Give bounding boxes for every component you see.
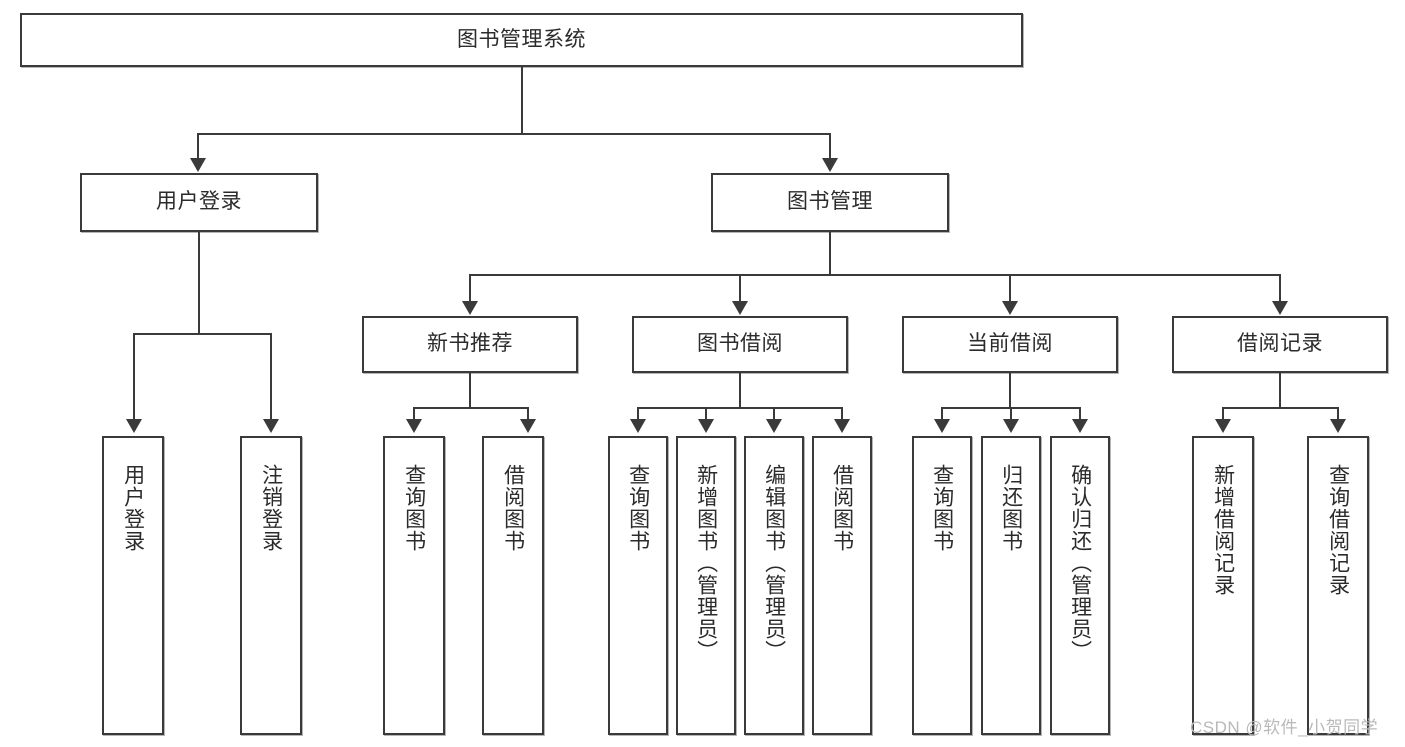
- arrow-book-borrow-leaf-4: [834, 419, 850, 433]
- arrow-borrow-record-leaf-2: [1330, 419, 1346, 433]
- node-label: 编辑图书（管理员）: [762, 464, 786, 662]
- connector-root-to-book-manage: [829, 133, 831, 159]
- arrow-user-login-leaf-1: [126, 419, 142, 433]
- connector-current-borrow-stem: [1009, 373, 1011, 409]
- connector-book-manage-drop-2: [739, 274, 741, 302]
- connector-book-borrow-stem: [739, 373, 741, 409]
- connector-book-borrow-drop-2: [705, 407, 707, 420]
- connector-book-manage-drop-1: [469, 274, 471, 302]
- connector-root-to-user-login: [197, 133, 199, 159]
- connector-book-borrow-drop-1: [637, 407, 639, 420]
- arrow-new-book-leaf-2: [520, 419, 536, 433]
- connector-current-borrow-drop-2: [1010, 407, 1012, 420]
- connector-user-login-bus: [133, 333, 270, 335]
- node-label: 查询图书: [626, 464, 650, 552]
- node-label: 借阅图书: [501, 464, 525, 552]
- leaf-user-login-logout[interactable]: 注销登录: [240, 436, 302, 735]
- leaf-borrow-record-add-record[interactable]: 新增借阅记录: [1192, 436, 1254, 735]
- connector-book-manage-stem: [829, 232, 831, 276]
- arrow-book-manage-child-2: [732, 301, 748, 315]
- node-label: 用户登录: [121, 464, 145, 552]
- node-label: 新增图书（管理员）: [694, 464, 718, 662]
- node-label: 新书推荐: [427, 332, 513, 356]
- leaf-current-borrow-query-book[interactable]: 查询图书: [912, 436, 972, 735]
- connector-new-book-drop-2: [527, 407, 529, 420]
- node-label: 查询图书: [402, 464, 426, 552]
- connector-user-login-drop-2: [270, 333, 272, 420]
- connector-book-manage-drop-3: [1009, 274, 1011, 302]
- connector-borrow-record-drop-2: [1337, 407, 1339, 420]
- leaf-book-borrow-edit-book-admin[interactable]: 编辑图书（管理员）: [744, 436, 804, 735]
- leaf-borrow-record-query-record[interactable]: 查询借阅记录: [1307, 436, 1369, 735]
- node-label: 借阅图书: [830, 464, 854, 552]
- arrow-book-manage-child-4: [1272, 301, 1288, 315]
- leaf-book-borrow-query-book[interactable]: 查询图书: [608, 436, 668, 735]
- node-label: 借阅记录: [1237, 332, 1323, 356]
- arrow-root-to-book-manage: [822, 158, 838, 172]
- arrow-book-borrow-leaf-1: [630, 419, 646, 433]
- node-user-login[interactable]: 用户登录: [80, 173, 318, 232]
- connector-book-borrow-drop-4: [841, 407, 843, 420]
- leaf-new-book-borrow-book[interactable]: 借阅图书: [482, 436, 544, 735]
- node-label: 注销登录: [259, 464, 283, 552]
- connector-borrow-record-stem: [1279, 373, 1281, 409]
- node-label: 图书管理系统: [457, 27, 586, 51]
- connector-borrow-record-bus: [1222, 407, 1337, 409]
- leaf-book-borrow-add-book-admin[interactable]: 新增图书（管理员）: [676, 436, 736, 735]
- leaf-user-login-login[interactable]: 用户登录: [102, 436, 164, 735]
- node-label: 图书借阅: [697, 332, 783, 356]
- node-label: 归还图书: [999, 464, 1023, 552]
- node-current-borrow[interactable]: 当前借阅: [902, 316, 1118, 373]
- connector-current-borrow-drop-1: [941, 407, 943, 420]
- arrow-current-borrow-leaf-2: [1003, 419, 1019, 433]
- node-label: 新增借阅记录: [1211, 464, 1235, 596]
- node-label: 确认归还（管理员）: [1068, 464, 1092, 662]
- node-book-borrow[interactable]: 图书借阅: [632, 316, 848, 373]
- node-new-book-recommend[interactable]: 新书推荐: [362, 316, 578, 373]
- arrow-book-manage-child-1: [462, 301, 478, 315]
- connector-borrow-record-drop-1: [1222, 407, 1224, 420]
- arrow-current-borrow-leaf-1: [934, 419, 950, 433]
- connector-book-manage-drop-4: [1279, 274, 1281, 302]
- leaf-new-book-query-book[interactable]: 查询图书: [383, 436, 445, 735]
- connector-root-stem: [521, 67, 523, 134]
- node-label: 用户登录: [156, 190, 242, 214]
- connector-book-borrow-bus: [637, 407, 841, 409]
- connector-new-book-drop-1: [413, 407, 415, 420]
- connector-current-borrow-drop-3: [1079, 407, 1081, 420]
- arrow-book-borrow-leaf-2: [698, 419, 714, 433]
- node-label: 查询借阅记录: [1326, 464, 1350, 596]
- arrow-borrow-record-leaf-1: [1215, 419, 1231, 433]
- leaf-current-borrow-return-book[interactable]: 归还图书: [981, 436, 1041, 735]
- connector-user-login-stem: [198, 232, 200, 335]
- connector-new-book-bus: [413, 407, 527, 409]
- arrow-user-login-leaf-2: [263, 419, 279, 433]
- node-borrow-record[interactable]: 借阅记录: [1172, 316, 1388, 373]
- leaf-current-borrow-confirm-return-admin[interactable]: 确认归还（管理员）: [1050, 436, 1110, 735]
- node-label: 图书管理: [787, 190, 873, 214]
- leaf-book-borrow-borrow-book[interactable]: 借阅图书: [812, 436, 872, 735]
- node-label: 查询图书: [930, 464, 954, 552]
- arrow-book-borrow-leaf-3: [766, 419, 782, 433]
- node-book-management[interactable]: 图书管理: [711, 173, 949, 232]
- connector-user-login-drop-1: [133, 333, 135, 420]
- connector-book-borrow-drop-3: [773, 407, 775, 420]
- arrow-new-book-leaf-1: [406, 419, 422, 433]
- arrow-current-borrow-leaf-3: [1072, 419, 1088, 433]
- node-root-system[interactable]: 图书管理系统: [20, 13, 1023, 67]
- arrow-root-to-user-login: [190, 158, 206, 172]
- connector-root-bus: [197, 133, 829, 135]
- connector-book-manage-bus: [469, 274, 1279, 276]
- connector-new-book-stem: [469, 373, 471, 409]
- arrow-book-manage-child-3: [1002, 301, 1018, 315]
- node-label: 当前借阅: [967, 332, 1053, 356]
